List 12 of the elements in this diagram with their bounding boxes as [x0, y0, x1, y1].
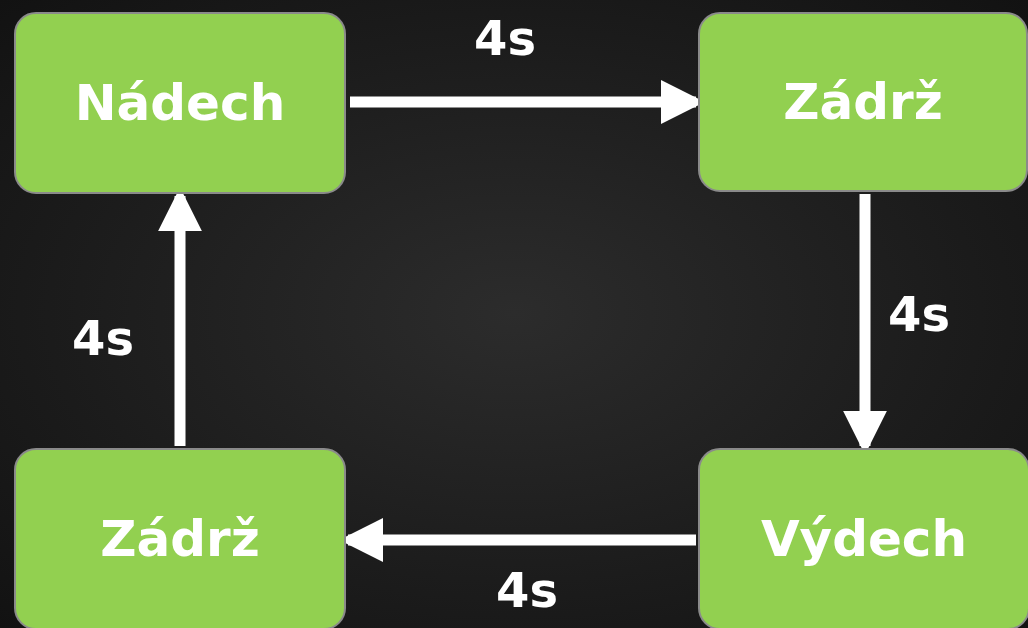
node-label: Nádech [74, 74, 286, 132]
node-label: Zádrž [100, 510, 260, 568]
edge-label: 4s [72, 314, 134, 362]
node-label: Výdech [760, 510, 968, 568]
edge-label: 4s [496, 566, 558, 614]
edge-label: 4s [888, 290, 950, 338]
node-label: Zádrž [783, 73, 943, 131]
process-box [14, 12, 346, 194]
process-box [698, 12, 1028, 192]
edge-label: 4s [474, 14, 536, 62]
process-box [14, 448, 346, 628]
process-box [698, 448, 1028, 628]
